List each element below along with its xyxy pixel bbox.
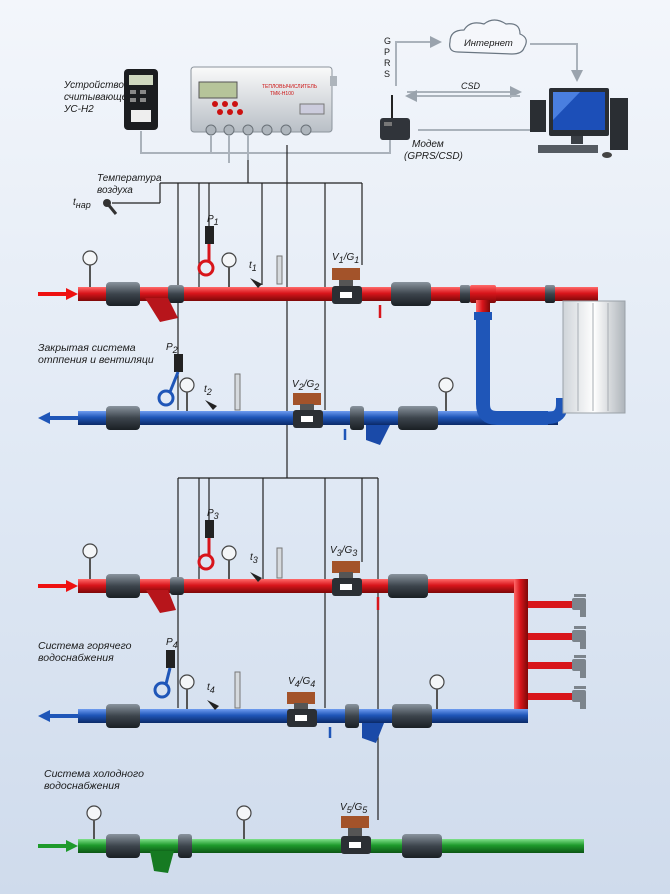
cold-water-pipe [78,839,584,853]
svg-text:P: P [384,47,390,57]
internet-cloud [449,19,527,55]
svg-text:G: G [384,36,391,46]
modem-label-2: (GPRS/CSD) [404,151,463,162]
cold-water-system-label: Система холодного водоснабжения [44,768,144,792]
label-p1: P1 [207,214,219,227]
air-temp-t: tнар [73,197,91,210]
valves [106,282,555,858]
calculator-model: ТМК-Н100 [270,91,294,97]
pressure-transmitters [153,226,215,699]
label-p4: P4 [166,637,178,650]
reader-label: Устройство считывающее УС-Н2 [64,80,133,115]
label-v3g3: V3/G3 [330,545,357,558]
heating-system-label: Закрытая система отппения и вентиляци [38,342,154,366]
label-t1: t1 [249,260,257,273]
label-v2g2: V2/G2 [292,379,319,392]
water-taps [572,594,586,709]
reader-device [124,69,158,130]
label-v4g4: V4/G4 [288,676,315,689]
modem [380,95,410,140]
strainers [145,298,178,613]
label-v1g1: V1/G1 [332,252,359,265]
modem-label-1: Модем [412,139,444,150]
svg-text:S: S [384,69,390,79]
return-outlet-arrow [38,412,50,424]
label-p2: P2 [166,342,178,355]
heat-calculator: ТЕПЛОВЫЧИСЛИТЕЛЬ ТМК-Н100 [190,66,337,136]
computer [530,88,628,158]
label-t4: t4 [207,682,215,695]
radiator [562,300,626,414]
hot-water-system-label: Система горячего водоснабжения [38,640,132,664]
label-t2: t2 [204,384,212,397]
pressure-gauges [82,250,454,821]
calculator-title: ТЕПЛОВЫЧИСЛИТЕЛЬ [262,84,318,90]
csd-label: CSD [461,81,481,91]
label-p3: P3 [207,508,219,521]
temperature-sensors [205,255,283,710]
internet-label: Интернет [464,38,513,49]
flow-meters [287,268,371,854]
svg-text:R: R [384,58,391,68]
label-t3: t3 [250,552,258,565]
cold-inlet-arrow [66,840,78,852]
label-v5g5: V5/G5 [340,802,368,815]
air-temperature-label: Температура воздуха [97,173,162,196]
gprs-label: G P R S [384,36,391,79]
heating-return-pipe [78,312,568,425]
air-temperature-sensor [103,199,118,215]
